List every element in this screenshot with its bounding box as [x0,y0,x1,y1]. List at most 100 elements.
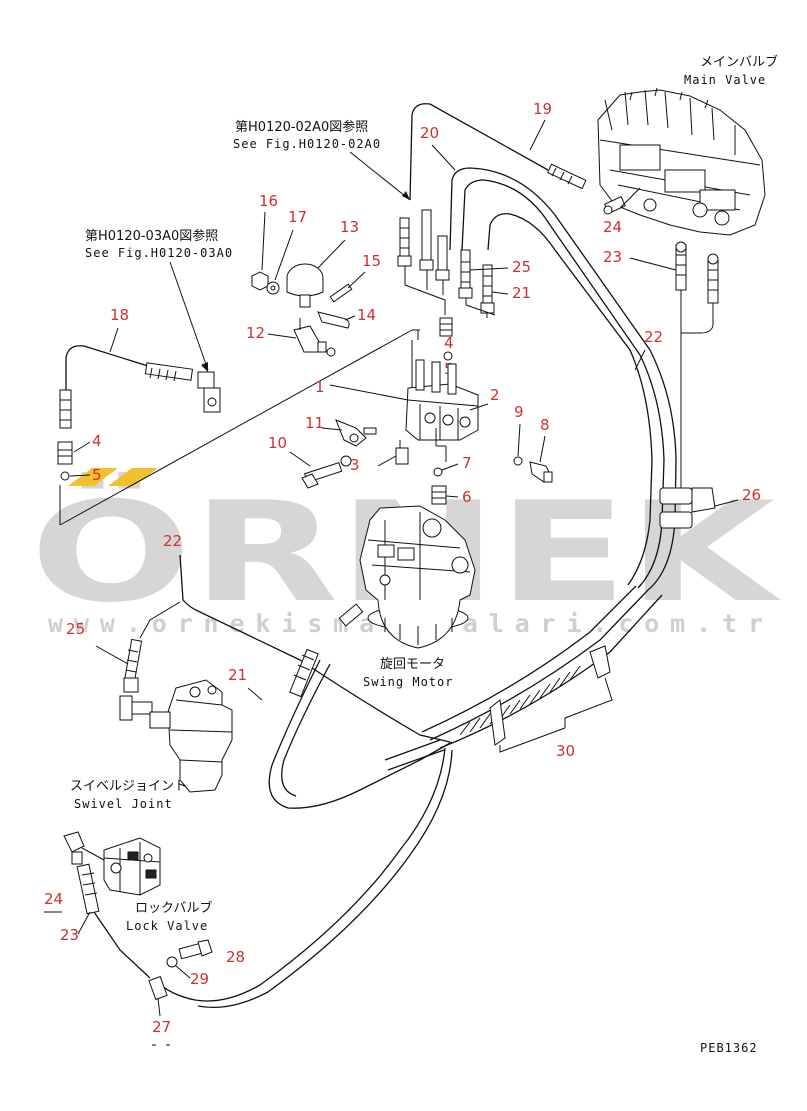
callout-21-left: 21 [228,666,247,684]
callout-22-right: 22 [644,328,663,346]
callout-25-top: 25 [512,258,531,276]
callout-19: 19 [533,100,552,118]
callout-17: 17 [288,208,307,226]
plug-center [377,447,409,467]
swing-motor [338,505,476,649]
watermark-accent-right [108,468,158,486]
bolt-10 [301,462,343,489]
lock-valve [103,837,161,896]
callout-16: 16 [259,192,278,210]
ref-03a0-label-en: See Fig.H0120-03A0 [85,246,233,260]
callout-24-lower: 24 [44,890,63,908]
hose-bundle-upper [429,589,649,741]
callout-29: 29 [190,970,209,988]
fitting-25-left [123,638,143,693]
fitting-18-end [144,362,221,413]
washer-3 [340,455,352,467]
washer-29 [166,956,178,968]
fitting-27 [148,975,168,1001]
clip-14 [317,311,350,329]
callout-23-top: 23 [603,248,622,266]
valve-block-2 [405,359,479,441]
callout-6: 6 [462,488,472,506]
callout-15: 15 [362,252,381,270]
callout-7: 7 [462,454,472,472]
hose-21-loop-inner [281,663,331,797]
callout-4-upper: 4 [444,334,454,352]
hose-bundle-mid [421,585,637,733]
callout-26: 26 [742,486,761,504]
callout-11: 11 [305,414,324,432]
callout-24-top: 24 [603,218,622,236]
callout-5-left: 5 [92,466,102,484]
hose-loop-left-2 [387,749,445,771]
fitting-19 [547,163,587,190]
drawing-code: PEB1362 [700,1041,758,1055]
hose-21 [487,213,653,586]
callout-27: 27 [152,1018,171,1036]
callout-3: 3 [350,456,360,474]
oring-9 [513,456,523,466]
callout-22-left: 22 [163,532,182,550]
callout-20: 20 [420,124,439,142]
hose-to-lock-valve [154,747,446,1002]
washer-17 [266,281,280,295]
hose-21-loop [268,659,453,809]
fitting-24-lower [63,831,85,865]
callout-8: 8 [540,416,550,434]
ref-03a0-label-jp: 第H0120-03A0図参照 [85,228,218,244]
swing-motor-label-jp: 旋回モータ [380,657,445,672]
fitting-24-top [603,196,626,215]
callout-1: 1 [315,378,325,396]
oring-7 [433,467,443,477]
callout-28: 28 [226,948,245,966]
callout-10: 10 [268,434,287,452]
callout-30: 30 [556,742,575,760]
fitting-18-bottom [59,389,72,429]
fitting-swing-motor-hose [289,648,319,698]
clamp-26 [659,487,716,529]
hose-loop-left [384,739,441,761]
hose-20-inner [461,179,665,589]
fitting-23-pair [675,241,719,304]
fittings-cluster-upper [397,209,495,314]
main-valve-label-jp: メインバルブ [700,54,778,70]
callout-2: 2 [490,386,500,404]
callout-25-left: 25 [66,620,85,638]
callout-9: 9 [514,403,524,421]
hose-20-outer [449,167,677,591]
hose-18 [65,345,149,390]
elbow-8 [529,461,553,483]
elbow-11 [335,419,377,447]
swivel-joint-label-jp: スイベルジョイント [70,779,187,794]
nut-16 [251,271,269,291]
spiral-wrap-30 [459,645,611,746]
bolt-28 [178,939,213,960]
swivel-joint [119,679,233,793]
callout-18: 18 [110,306,129,324]
hose-to-lock-valve-inner [197,749,453,1009]
fitting-4-upper [439,317,453,337]
accumulator-12 [286,263,324,308]
swing-motor-label-en: Swing Motor [363,675,453,689]
ref-02a0-label-en: See Fig.H0120-02A0 [233,137,381,151]
ref-02a0-label-jp: 第H0120-02A0図参照 [235,119,368,135]
oring-5-left [60,471,70,481]
lock-valve-label-en: Lock Valve [126,919,208,933]
main-valve [597,87,766,236]
elbow-13 [293,325,336,357]
lock-valve-label-jp: ロックバルブ [135,900,212,916]
hose-19 [409,103,549,201]
callout-23-lower: 23 [60,926,79,944]
fitting-23-lower [76,863,100,915]
callout-13: 12 [246,324,265,342]
callout-4-left: 4 [92,432,102,450]
callout-14: 14 [357,306,376,324]
fitting-4-left [57,441,73,465]
callout-21-top: 21 [512,284,531,302]
swivel-joint-label-en: Swivel Joint [74,797,173,811]
watermark-accent-left [68,468,118,486]
main-valve-label-en: Main Valve [684,73,766,87]
